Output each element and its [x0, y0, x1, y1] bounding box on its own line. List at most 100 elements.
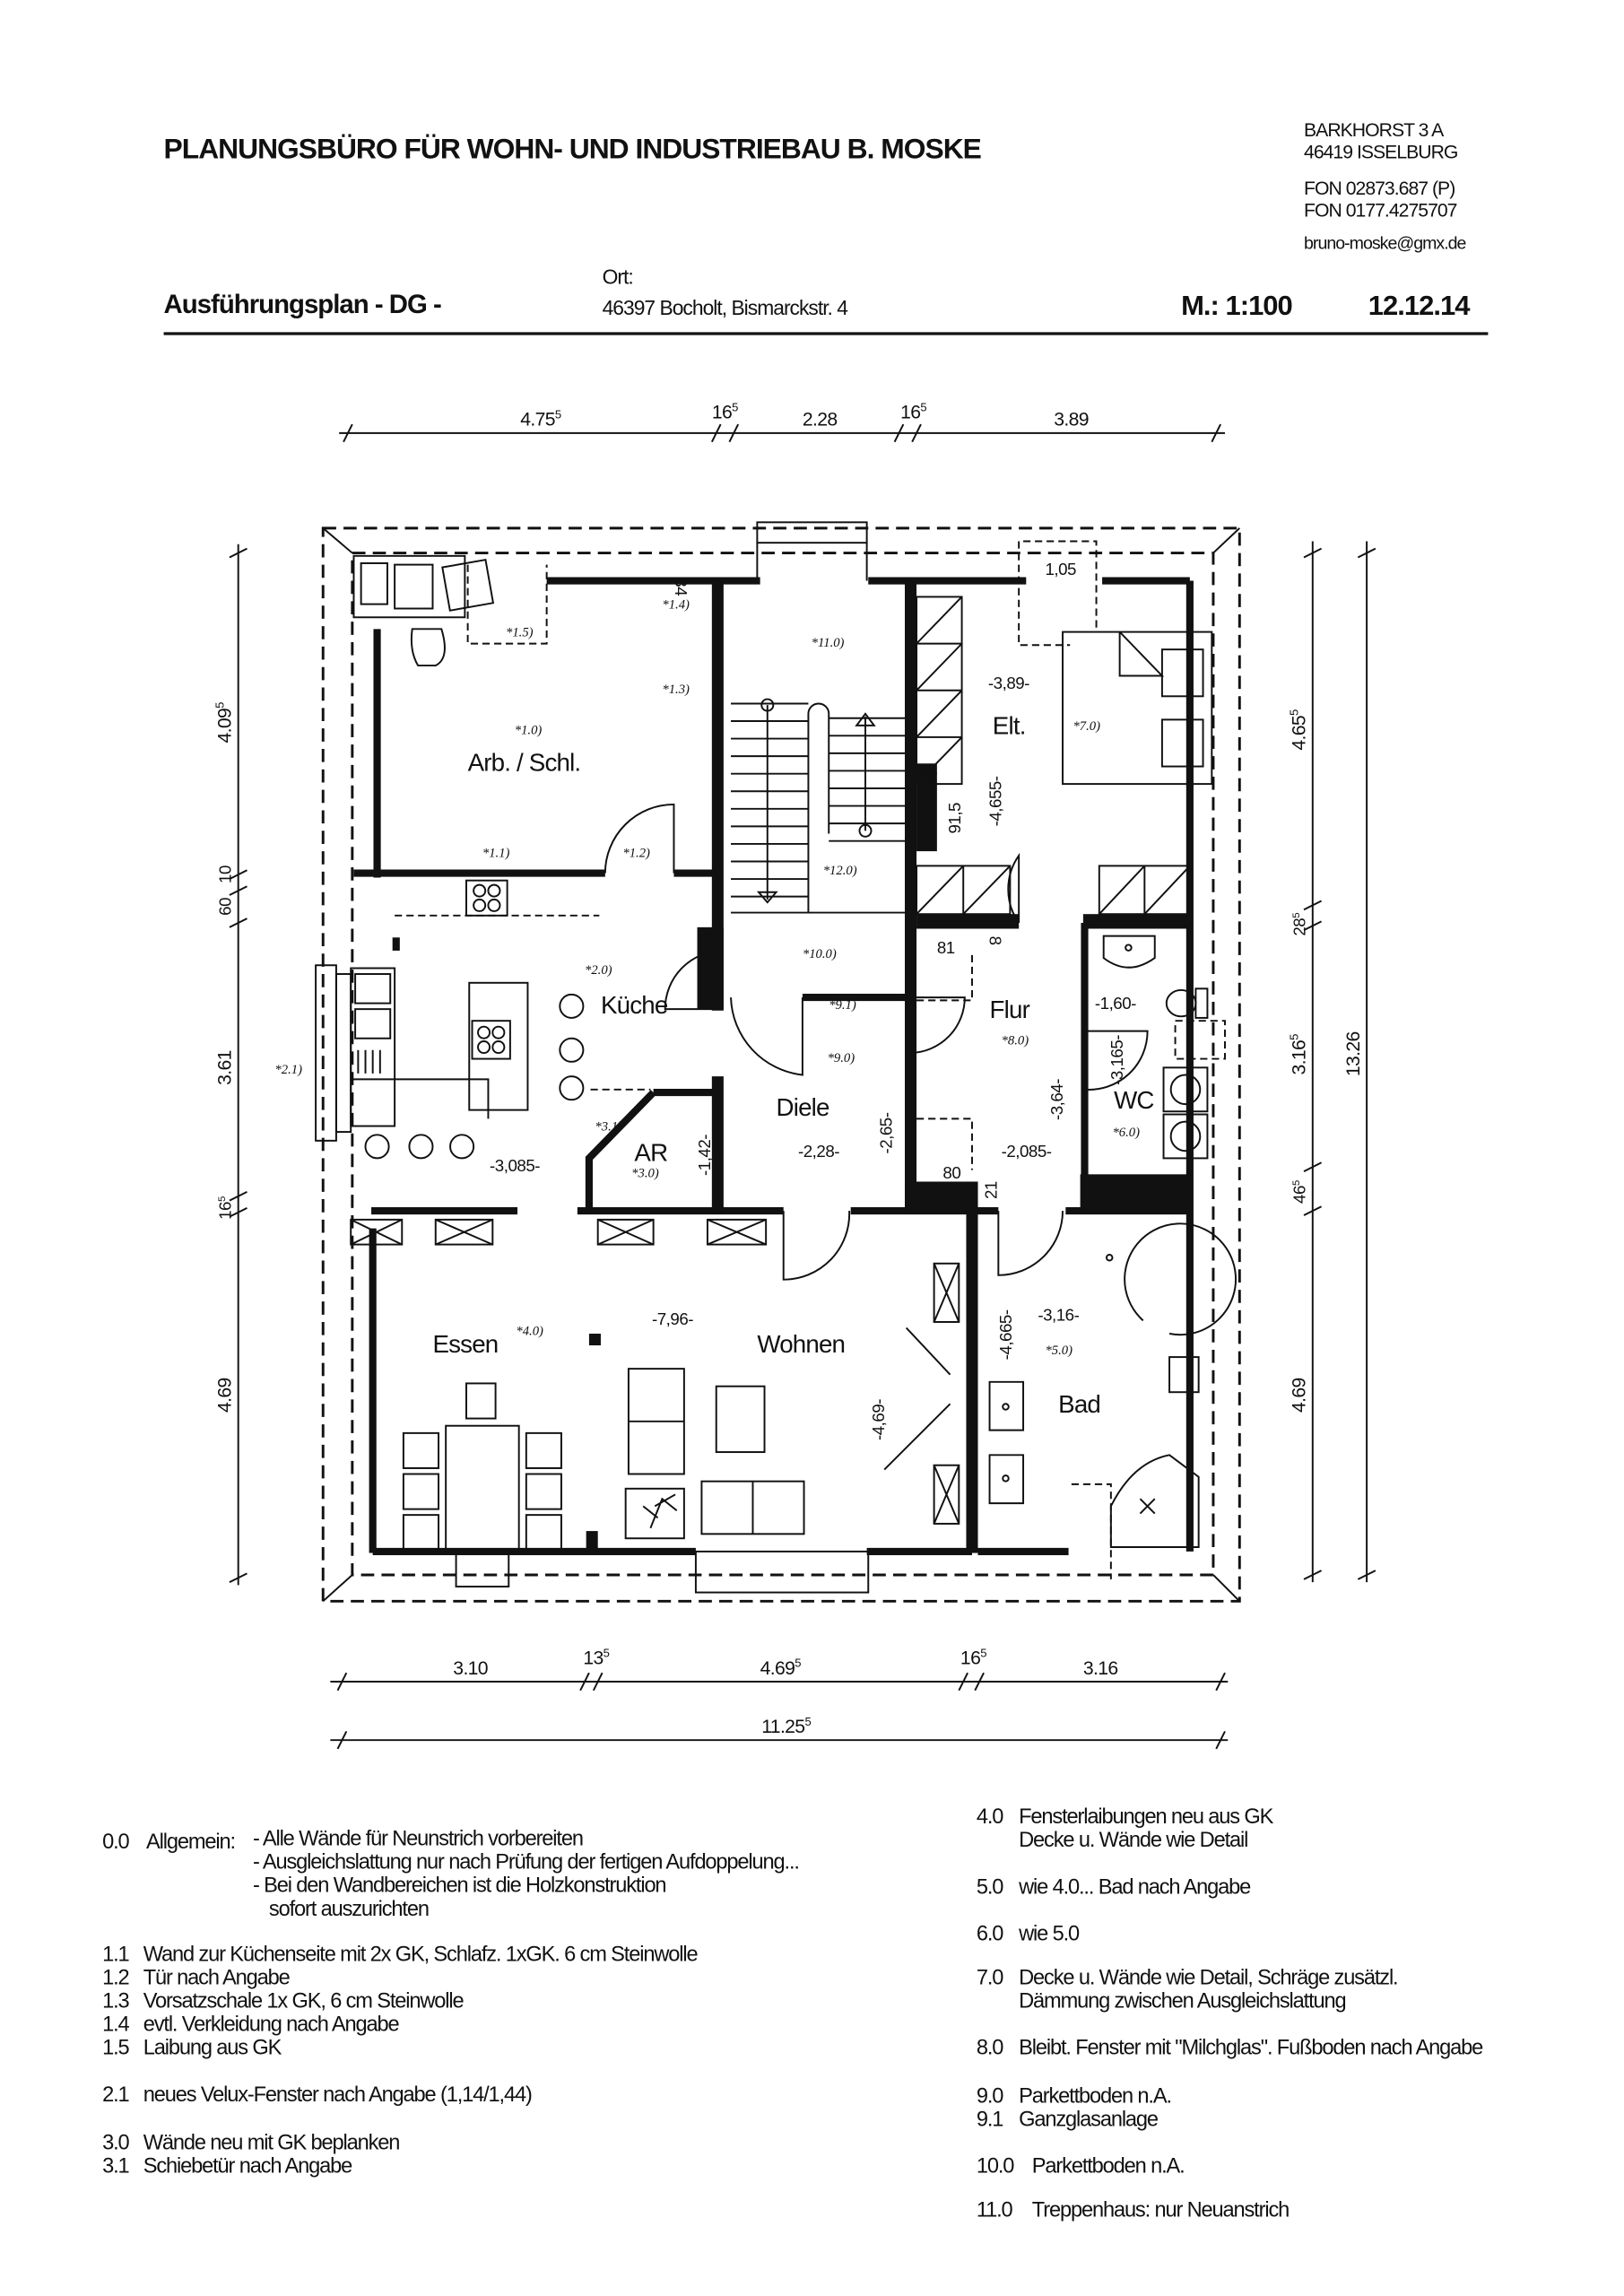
dim-right-5: 4.69 [1290, 1378, 1310, 1413]
note-text: Fensterlaibungen neu aus GK [1019, 1805, 1273, 1829]
note-text: sofort auszurichten [269, 1898, 429, 1921]
note-text: Wand zur Küchenseite mit 2x GK, Schlafz.… [143, 1943, 699, 1966]
ref-1-2: *1.2) [622, 847, 650, 861]
dim-left-1: 4.095 [213, 702, 235, 744]
address-city: 46419 ISSELBURG [1304, 142, 1457, 162]
wall-stair-right [905, 580, 917, 1212]
doors [604, 803, 1149, 1281]
room-label-arbeits-schlafzimmer: Arb. / Schl. [468, 748, 581, 776]
ref-7-0: *7.0) [1073, 719, 1100, 734]
note-text: neues Velux-Fenster nach Angabe (1,14/1,… [143, 2083, 532, 2107]
note-text: - Ausgleichslattung nur nach Prüfung der… [253, 1851, 799, 1874]
measure-4-665: -4,665- [996, 1309, 1015, 1360]
note-text: Parkettboden n.A. [1019, 2084, 1171, 2108]
window-dormer-top [756, 521, 868, 544]
note-text: wie 5.0 [1018, 1922, 1080, 1945]
note-num: 11.0 [977, 2199, 1013, 2222]
kitchen-furniture [350, 879, 585, 1160]
note-references: *1.0) *1.1) *1.2) *1.3) *1.4) *1.5) *2.0… [274, 598, 1140, 1358]
note-num: 1.5 [102, 2037, 129, 2060]
dashed-features [395, 540, 1098, 1170]
desk [352, 554, 495, 667]
email: bruno-moske@gmx.de [1304, 234, 1466, 254]
note-text: Vorsatzschale 1x GK, 6 cm Steinwolle [143, 1989, 465, 2013]
measure-1-60: -1,60- [1095, 994, 1136, 1013]
note-text: Bleibt. Fenster mit "Milchglas". Fußbode… [1019, 2037, 1483, 2060]
measure-34: 34 [672, 578, 690, 596]
room-label-essen: Essen [432, 1330, 498, 1358]
plan-title: Ausführungsplan - DG - [164, 290, 441, 319]
left-dimension-chain: 4.095 10 60 3.61 165 4.69 [213, 544, 248, 1586]
dim-top-2: 165 [712, 400, 738, 422]
ref-2-0: *2.0) [585, 963, 612, 978]
title-block: PLANUNGSBÜRO FÜR WOHN- UND INDUSTRIEBAU … [164, 120, 1489, 335]
wall-bad-left [966, 1181, 978, 1553]
dim-top-4: 165 [900, 400, 926, 422]
dim-bottom-1: 3.10 [453, 1658, 488, 1679]
note-num: 6.0 [977, 1922, 1003, 1945]
ref-3-0: *3.0) [631, 1167, 659, 1181]
note-text: evtl. Verkleidung nach Angabe [143, 2013, 400, 2037]
ref-12-0: *12.0) [823, 864, 857, 878]
ref-9-0: *9.0) [828, 1051, 855, 1065]
wall-flur-bottom [905, 1181, 978, 1212]
velux-window [315, 964, 352, 1142]
bottom-dimension-chain: 3.10 135 4.695 165 3.16 11.255 [330, 1646, 1229, 1750]
dim-bottom-total: 11.255 [761, 1715, 811, 1737]
measure-28: 28 [919, 761, 937, 780]
note-num: 1.1 [102, 1943, 128, 1966]
note-text: wie 4.0... Bad nach Angabe [1018, 1875, 1251, 1899]
ref-1-0: *1.0) [515, 724, 543, 738]
note-label: Allgemein: [146, 1831, 235, 1854]
ref-1-5: *1.5) [506, 625, 534, 639]
pillar [916, 763, 937, 852]
skylights [350, 1218, 960, 1525]
roof-outline [321, 526, 1241, 1603]
note-text: Laibung aus GK [143, 2037, 282, 2060]
measure-3-16: -3,16- [1038, 1305, 1079, 1324]
note-text: Dämmung zwischen Ausgleichslattung [1019, 1989, 1345, 2013]
note-num: 8.0 [977, 2037, 1003, 2060]
column [588, 1334, 601, 1346]
measure-7-96: -7,96- [652, 1309, 693, 1328]
notes-left: 0.0 Allgemein: - Alle Wände für Neunstri… [102, 1828, 800, 2179]
measure-21: 21 [982, 1181, 1001, 1199]
window-bottom [694, 1550, 870, 1594]
office-name: PLANUNGSBÜRO FÜR WOHN- UND INDUSTRIEBAU … [164, 132, 981, 164]
dim-right-1: 4.655 [1287, 709, 1309, 751]
note-num: 1.2 [102, 1966, 128, 1989]
measure-8: 8 [986, 936, 1005, 945]
wardrobes [916, 596, 1191, 916]
chimney [697, 926, 724, 1010]
ref-3-1: *3.1) [595, 1119, 622, 1134]
dim-left-4: 3.61 [215, 1050, 236, 1085]
measure-3-89: -3,89- [988, 674, 1029, 692]
dim-bottom-3: 4.695 [760, 1657, 802, 1679]
measure-91-5: 91,5 [945, 803, 964, 834]
ref-2-1: *2.1) [274, 1063, 302, 1077]
measure-3-64: -3,64- [1047, 1079, 1066, 1120]
right-dimension-chain: 4.655 285 3.165 465 4.69 13.26 [1287, 541, 1376, 1583]
roof-hip-lines [322, 527, 1240, 1603]
wall-wc-bottom [1080, 1174, 1192, 1212]
wall-stair-left [711, 580, 724, 1011]
plan-drawing [315, 521, 1241, 1603]
knee-wall-line [351, 552, 1215, 1577]
note-num: 9.1 [977, 2109, 1003, 2132]
note-text: - Alle Wände für Neunstrich vorbereiten [253, 1828, 583, 1851]
plan-measurements: 1,05 34 -3,89- 28 91,5 -4,655- 81 8 -1,6… [490, 560, 1137, 1440]
note-text: Decke u. Wände wie Detail, Schräge zusät… [1019, 1966, 1397, 1989]
room-label-bad: Bad [1058, 1390, 1100, 1418]
room-label-eltern: Elt. [993, 712, 1026, 740]
location-address: 46397 Bocholt, Bismarckstr. 4 [603, 296, 849, 319]
dim-top-5: 3.89 [1054, 410, 1089, 430]
dim-top-1: 4.755 [520, 408, 561, 430]
note-num: 2.1 [102, 2083, 128, 2107]
location-label: Ort: [603, 265, 633, 289]
dim-right-3: 3.165 [1287, 1034, 1309, 1075]
top-dimension-chain: 4.755 165 2.28 165 3.89 [339, 400, 1225, 443]
measure-4-69: -4,69- [869, 1399, 888, 1440]
note-text: Treppenhaus: nur Neuanstrich [1032, 2199, 1289, 2222]
room-label-wc: WC [1114, 1086, 1154, 1114]
